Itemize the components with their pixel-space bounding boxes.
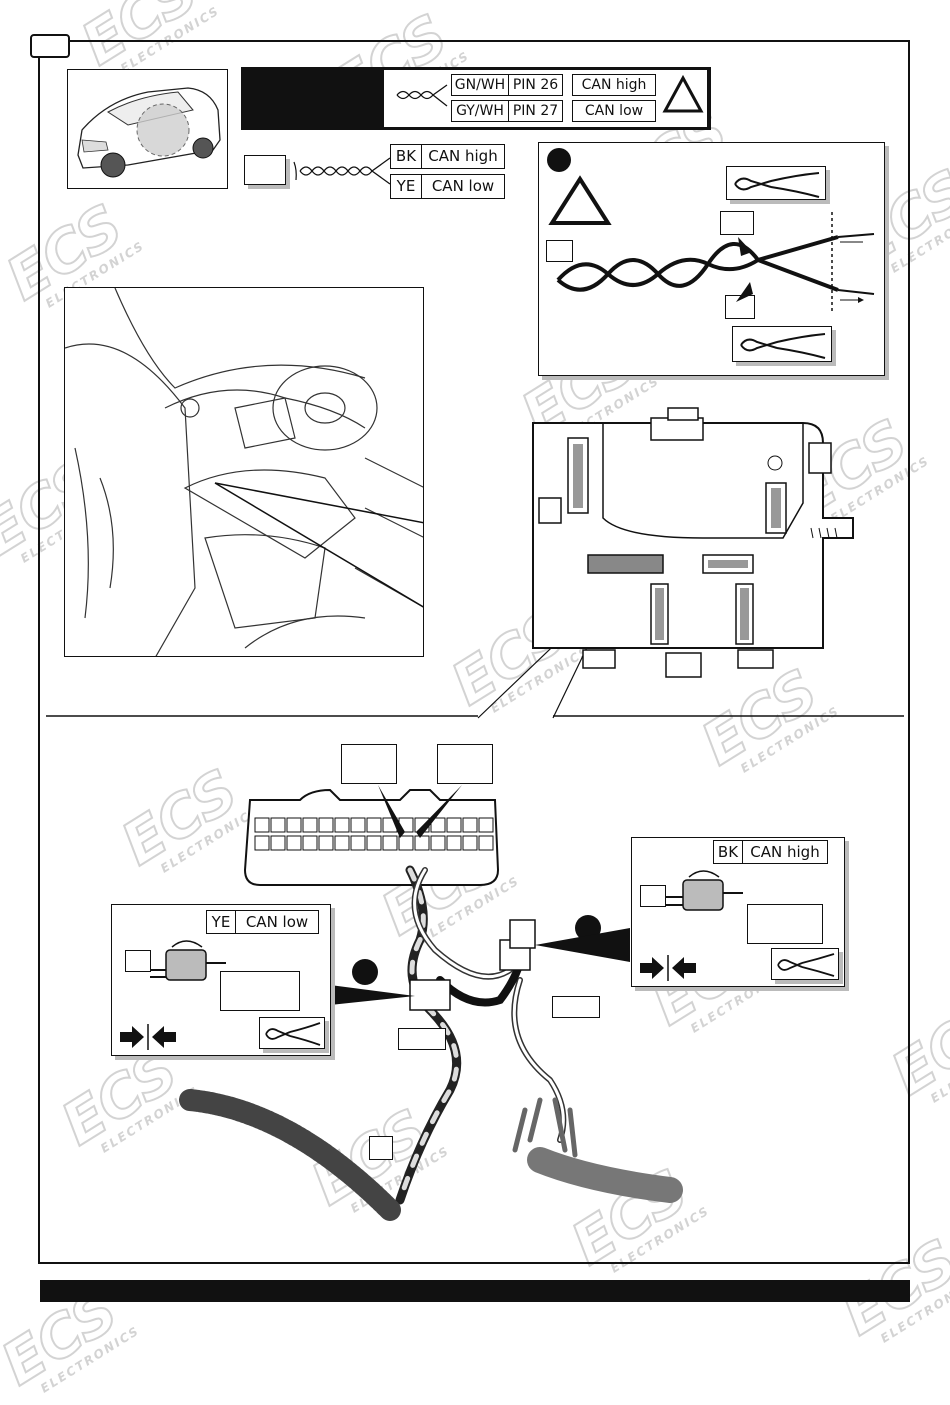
can-low-note-blank bbox=[220, 971, 300, 1011]
cut-twisted-pair bbox=[556, 212, 875, 312]
twisted-pair-icon bbox=[293, 157, 391, 185]
splice-connector-icon bbox=[150, 940, 226, 981]
pin-row-2-wire: GY/WH bbox=[451, 100, 509, 122]
pin-callout-blank bbox=[341, 744, 397, 784]
cutting-pliers-icon bbox=[726, 166, 826, 200]
wire-label-blank bbox=[546, 240, 573, 262]
interior-illustration bbox=[65, 288, 423, 656]
callout-pointer bbox=[330, 928, 630, 1005]
car-thumbnail bbox=[67, 69, 228, 189]
cutting-pliers-icon bbox=[259, 1017, 325, 1049]
press-arrows-icon bbox=[120, 1024, 176, 1050]
warning-triangle-icon bbox=[548, 175, 612, 225]
wire-label-blank bbox=[720, 211, 754, 235]
ecu-connector bbox=[243, 785, 500, 886]
cutting-pliers-icon bbox=[771, 948, 839, 980]
can-high-signal: CAN high bbox=[742, 840, 828, 864]
bcm-illustration bbox=[532, 407, 854, 678]
step-number-tab bbox=[30, 34, 70, 58]
harness-wire-1-signal: CAN high bbox=[421, 144, 505, 169]
can-high-color: BK bbox=[713, 840, 743, 864]
step-dot-icon bbox=[547, 148, 571, 172]
harness-label-blank bbox=[244, 155, 286, 185]
splice-connector-icon bbox=[665, 870, 743, 911]
body-control-module bbox=[523, 407, 854, 678]
car-illustration bbox=[77, 87, 221, 178]
harness-wire-2-color: YE bbox=[390, 174, 422, 199]
wiring-harness bbox=[179, 865, 683, 1221]
pin-row-2-signal: CAN low bbox=[572, 100, 656, 122]
can-low-signal: CAN low bbox=[235, 910, 319, 934]
can-high-wire-blank bbox=[640, 885, 666, 907]
pin-callout-blank bbox=[437, 744, 493, 784]
cutting-pliers-icon bbox=[732, 326, 832, 362]
pin-row-2-pin: PIN 27 bbox=[508, 100, 563, 122]
pin-row-1-signal: CAN high bbox=[572, 74, 656, 96]
wire-callout-blank bbox=[552, 996, 600, 1018]
wire-callout-blank bbox=[369, 1136, 393, 1160]
can-low-wire-blank bbox=[125, 950, 151, 972]
can-high-note-blank bbox=[747, 904, 823, 944]
pin-row-1-pin: PIN 26 bbox=[508, 74, 563, 96]
can-low-color: YE bbox=[206, 910, 236, 934]
pin-row-1-wire: GN/WH bbox=[451, 74, 509, 96]
warning-triangle-icon bbox=[662, 74, 704, 113]
page-frame bbox=[38, 40, 910, 1264]
car-interior-view bbox=[64, 287, 424, 657]
step-dot-icon bbox=[352, 959, 378, 985]
footer-bar bbox=[40, 1280, 910, 1302]
harness-wire-2-signal: CAN low bbox=[421, 174, 505, 199]
twisted-pair-small-icon bbox=[396, 84, 448, 107]
press-arrows-icon bbox=[640, 955, 696, 981]
wire-callout-blank bbox=[398, 1028, 446, 1050]
